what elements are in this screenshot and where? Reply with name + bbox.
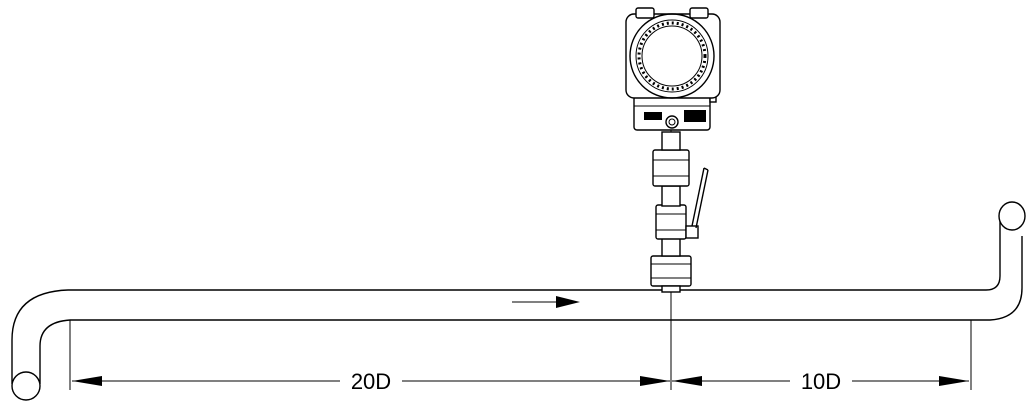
pipe-top-wall [68,214,1001,291]
pipe-bottom-wall [70,236,1023,321]
pipe [11,201,1026,401]
dim-arrow-mid-left [640,376,670,386]
upper-fitting [652,149,690,187]
dim-arrow-left [72,376,102,386]
process-connection [650,130,709,390]
dim-arrow-mid-right [672,376,702,386]
dimension-lines: 20D 10D [69,320,972,394]
left-pipe-end [11,371,41,401]
bottom-fitting [650,255,692,287]
right-pipe-end [998,201,1026,231]
dim-arrow-right [939,376,969,386]
downstream-dimension-label: 10D [801,369,841,394]
ball-valve-icon [685,167,709,239]
left-elbow-inner [39,319,71,384]
left-elbow-outer [11,289,69,384]
transmitter-housing-icon [625,7,721,131]
upstream-dimension-label: 20D [351,369,391,394]
valve-body [655,204,687,240]
flow-arrow-icon [512,296,580,308]
